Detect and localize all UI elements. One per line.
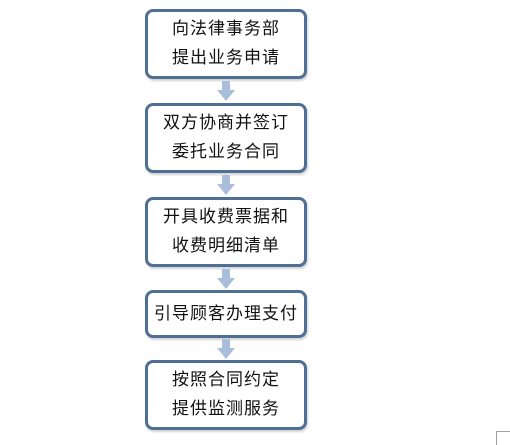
- step-5-line-2: 提供监测服务: [172, 399, 280, 419]
- step-5-line-1: 按照合同约定: [172, 370, 280, 390]
- step-3-line-2: 收费明细清单: [172, 236, 280, 256]
- step-submit-application: 向法律事务部 提出业务申请: [145, 9, 307, 79]
- arrow-down-icon: [217, 175, 235, 195]
- step-guide-payment: 引导顾客办理支付: [145, 290, 307, 338]
- step-issue-invoice: 开具收费票据和 收费明细清单: [145, 197, 307, 267]
- step-4-line-1: 引导顾客办理支付: [154, 303, 298, 324]
- arrow-down-icon: [217, 81, 235, 101]
- page-corner-mark: [496, 431, 510, 445]
- step-3-line-1: 开具收费票据和: [163, 207, 289, 227]
- step-1-line-1: 向法律事务部: [172, 19, 280, 39]
- step-1-line-2: 提出业务申请: [172, 48, 280, 68]
- arrow-down-icon: [217, 269, 235, 289]
- arrow-down-icon: [217, 339, 235, 359]
- step-2-line-1: 双方协商并签订: [163, 113, 289, 133]
- step-sign-contract: 双方协商并签订 委托业务合同: [145, 103, 307, 173]
- step-2-line-2: 委托业务合同: [172, 142, 280, 162]
- step-provide-service: 按照合同约定 提供监测服务: [145, 360, 307, 430]
